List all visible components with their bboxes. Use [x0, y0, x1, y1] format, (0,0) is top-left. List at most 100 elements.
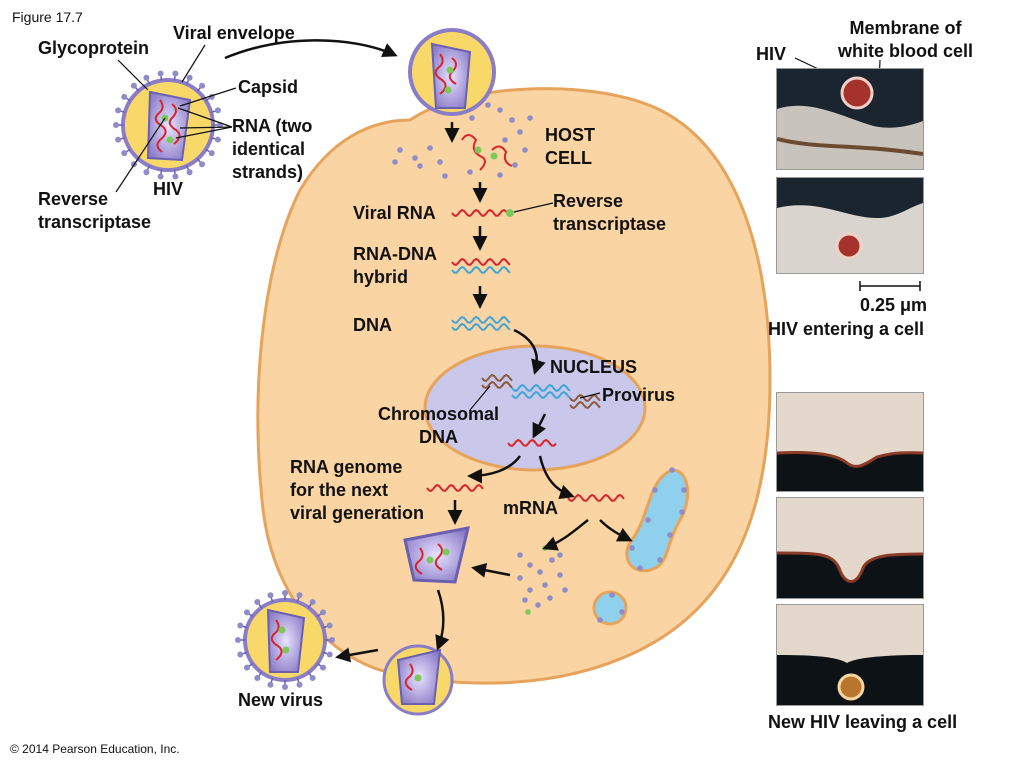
arrow-release — [335, 647, 379, 663]
arrow-proteins-to-capsid — [471, 562, 511, 578]
label-rna-dna-hybrid: RNA-DNA hybrid — [353, 244, 437, 287]
glycoprotein-knob — [309, 598, 316, 605]
protein-dot — [547, 595, 553, 601]
glycoprotein-knob — [243, 664, 250, 671]
protein-dot — [427, 145, 433, 151]
arrow-mrna-left — [542, 519, 589, 551]
protein-dot — [437, 159, 443, 165]
provirus-strand — [511, 390, 571, 400]
micrograph-image — [777, 178, 923, 273]
dna-strand — [451, 322, 511, 332]
micrograph-image — [777, 393, 923, 491]
reverse-transcriptase-enzyme — [506, 209, 514, 217]
glycoprotein-knob — [157, 70, 164, 77]
protein-dot — [497, 172, 503, 178]
protein-dot — [522, 597, 528, 603]
caption-hiv-leaving: New HIV leaving a cell — [768, 712, 958, 732]
protein-dot — [535, 602, 541, 608]
micrograph-entering-2 — [776, 177, 924, 274]
label-rna: RNA (two identical strands) — [232, 116, 313, 182]
er-glycoproteins — [597, 467, 687, 623]
label-glycoprotein: Glycoprotein — [38, 38, 150, 58]
protein-dot — [549, 557, 555, 563]
arrow-mrna-right — [599, 519, 633, 542]
glycoprotein-knob — [282, 590, 288, 596]
protein-dot — [517, 552, 523, 558]
glycoprotein-knob — [296, 592, 303, 599]
protein-dot — [412, 155, 418, 161]
glycoprotein-knob — [326, 622, 333, 629]
glycoprotein-knob — [199, 82, 206, 89]
label-reverse-transcriptase-cell: Reverse transcriptase — [553, 191, 667, 234]
er-glycoprotein — [669, 467, 675, 473]
er-glycoprotein — [609, 592, 615, 598]
er-glycoprotein — [681, 487, 687, 493]
label-new-virus: New virus — [238, 690, 324, 710]
protein-dot — [502, 137, 508, 143]
protein-dot — [469, 115, 475, 121]
glycoprotein-knob — [172, 173, 179, 180]
endoplasmic-reticulum — [625, 468, 690, 573]
er-glycoprotein — [637, 565, 643, 571]
glycoprotein-knob — [115, 107, 122, 114]
er-glycoprotein — [597, 617, 603, 623]
glycoprotein-knob — [309, 675, 316, 682]
arrow-transcribe — [532, 413, 547, 439]
label-capsid: Capsid — [238, 77, 299, 97]
hybrid-rna-strand — [451, 257, 511, 267]
mrna-strand — [567, 493, 625, 503]
scale-bar — [859, 281, 921, 291]
er-glycoprotein — [652, 487, 658, 493]
protein-dot — [542, 582, 548, 588]
label-viral-envelope: Viral envelope — [173, 23, 295, 43]
pathway-arrows — [224, 39, 633, 663]
arrow-capsid-down — [435, 589, 450, 651]
label-membrane: Membrane of white blood cell — [838, 18, 974, 61]
protein-dot — [497, 107, 503, 113]
arrow-to-mrna — [538, 455, 575, 500]
glycoprotein-knob — [115, 136, 122, 143]
protein-dot — [442, 173, 448, 179]
hybrid-dna-strand — [451, 265, 511, 275]
label-chromosomal-dna: Chromosomal DNA — [378, 404, 500, 447]
er-glycoprotein — [619, 609, 625, 615]
glycoprotein-knob — [172, 70, 179, 77]
glycoprotein-knob — [237, 622, 244, 629]
micrograph-leaving-2 — [776, 497, 924, 599]
label-hiv-virion: HIV — [153, 179, 184, 199]
arrow-to-nucleus — [513, 328, 546, 375]
new-virus — [235, 590, 335, 690]
protein-dot — [557, 572, 563, 578]
released-rna — [491, 145, 513, 167]
micrograph-leaving-1 — [776, 392, 924, 492]
glycoprotein-knob — [282, 684, 288, 690]
micrograph-entering-1 — [776, 68, 924, 170]
glycoprotein-knob — [320, 609, 327, 616]
label-provirus: Provirus — [602, 385, 676, 405]
rna-genome-strand — [426, 483, 484, 493]
protein-dot — [527, 587, 533, 593]
micrograph-image — [777, 498, 923, 598]
glycoprotein-knob — [267, 592, 274, 599]
hiv-virion-free — [113, 70, 223, 180]
transport-vesicle — [592, 590, 628, 626]
protein-dot — [392, 159, 398, 165]
label-host-cell: HOST CELL — [545, 125, 596, 168]
protein-dot — [509, 117, 515, 123]
label-reverse-transcriptase-virion: Reverse transcriptase — [38, 189, 152, 232]
arrow-entry — [224, 39, 398, 60]
glycoprotein-knob — [296, 681, 303, 688]
protein-dot — [417, 163, 423, 169]
glycoprotein-knob — [320, 664, 327, 671]
glycoprotein-knob — [208, 150, 215, 157]
protein-dot — [522, 147, 528, 153]
glycoprotein-knob — [199, 161, 206, 168]
glycoprotein-knob — [214, 107, 221, 114]
glycoprotein-knob — [157, 173, 164, 180]
budding-virion — [382, 644, 454, 716]
label-scale: 0.25 μm — [860, 295, 928, 315]
glycoprotein-knob — [121, 93, 128, 100]
glycoprotein-knob — [143, 74, 150, 81]
assembling-capsid — [403, 526, 471, 584]
